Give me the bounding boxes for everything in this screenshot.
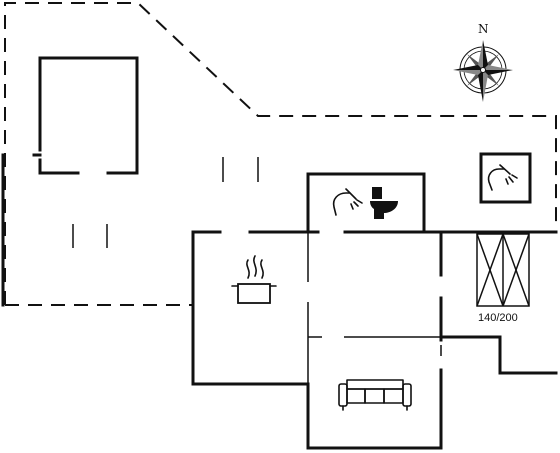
double-bed-icon: [476, 233, 530, 307]
outdoor-shower-icon: [479, 152, 532, 204]
compass-north-label: N: [478, 22, 489, 36]
cooking-pot-icon: [231, 255, 277, 304]
bathroom-shower-icon: [332, 188, 363, 216]
sofa-icon: [338, 379, 412, 411]
compass-rose-icon: [453, 40, 513, 102]
terrace-outline: [4, 2, 557, 306]
bed-size-label: 140/200: [478, 312, 518, 324]
terrace-posts: [1, 153, 259, 307]
annex-walls: [32, 56, 139, 175]
house-walls: [191, 172, 558, 450]
toilet-icon: [370, 187, 398, 219]
